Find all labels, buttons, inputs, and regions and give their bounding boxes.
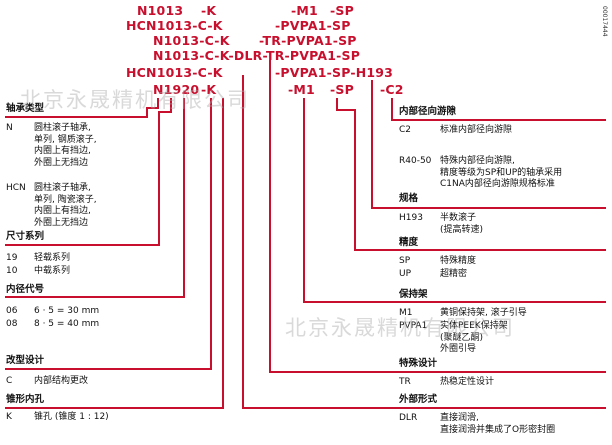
desc-tr: 热稳定性设计 bbox=[440, 377, 495, 387]
line-bearing-type bbox=[5, 98, 159, 118]
designation-r3-suffix: -TR-PVPA1-SP bbox=[259, 33, 357, 48]
heading-clearance: 内部径向游隙 bbox=[399, 106, 457, 117]
line-clearance bbox=[391, 98, 606, 121]
code-10: 10 bbox=[6, 266, 18, 276]
code-c2: C2 bbox=[399, 125, 412, 135]
designation-r1-k: -K bbox=[201, 3, 217, 18]
heading-tapered-bore: 锥形内孔 bbox=[6, 394, 45, 405]
desc-h193: 半数滚子 (提高转速) bbox=[440, 213, 484, 235]
designation-r4: N1013-C-K-DLR-TR-PVPA1-SP bbox=[153, 48, 361, 63]
code-m1: M1 bbox=[399, 308, 413, 318]
code-tr: TR bbox=[399, 377, 411, 387]
designation-r6-sp: -SP bbox=[330, 82, 354, 97]
desc-k: 锥孔 (锥度 1 : 12) bbox=[34, 412, 109, 422]
heading-external-form: 外部形式 bbox=[399, 394, 438, 405]
line-modified-design bbox=[5, 98, 212, 370]
line-dimension-series bbox=[5, 98, 172, 246]
watermark-top: 北京永晟精机有限公司 bbox=[20, 88, 250, 112]
heading-precision: 精度 bbox=[399, 237, 419, 248]
desc-08: 8 · 5 = 40 mm bbox=[34, 319, 100, 329]
desc-10: 中载系列 bbox=[34, 266, 71, 276]
heading-bearing-type: 轴承类型 bbox=[6, 103, 45, 114]
designation-r2-base: HCN1013-C-K bbox=[126, 18, 223, 33]
line-special-design bbox=[269, 60, 606, 373]
line-external-form bbox=[242, 75, 606, 409]
code-n: N bbox=[6, 123, 13, 133]
code-r40-50: R40-50 bbox=[399, 156, 432, 166]
code-up: UP bbox=[399, 269, 412, 279]
designation-r5-base: HCN1013-C-K bbox=[126, 65, 223, 80]
heading-modified-design: 改型设计 bbox=[6, 355, 45, 366]
code-sp: SP bbox=[399, 256, 411, 266]
desc-n: 圆柱滚子轴承, 单列, 钢质滚子, 内圈上有挡边, 外圈上无挡边 bbox=[34, 123, 97, 168]
designation-r1-base: N1013 bbox=[137, 3, 184, 18]
heading-special-design: 特殊设计 bbox=[399, 358, 438, 369]
designation-r2-suffix: -PVPA1-SP bbox=[275, 18, 351, 33]
heading-spec: 规格 bbox=[399, 193, 419, 204]
line-cage bbox=[303, 98, 606, 303]
code-h193: H193 bbox=[399, 213, 423, 223]
code-k: K bbox=[6, 412, 12, 422]
heading-dimension-series: 尺寸系列 bbox=[6, 231, 45, 242]
designation-r3-base: N1013-C-K bbox=[153, 33, 230, 48]
line-bore-code bbox=[5, 98, 185, 298]
desc-sp: 特殊精度 bbox=[440, 256, 477, 266]
desc-hcn: 圆柱滚子轴承, 单列, 陶瓷滚子, 内圈上有挡边, 外圈上无挡边 bbox=[34, 183, 97, 228]
code-08: 08 bbox=[6, 319, 18, 329]
code-pvpa1: PVPA1 bbox=[399, 321, 428, 331]
desc-up: 超精密 bbox=[440, 269, 468, 279]
code-dlr: DLR bbox=[399, 413, 418, 423]
desc-pvpa1: 实体PEEK保持架 (聚醚乙酮) 外圈引导 bbox=[440, 321, 508, 354]
designation-r5-suffix: -PVPA1-SP-H193 bbox=[275, 65, 394, 80]
code-06: 06 bbox=[6, 306, 18, 316]
code-hcn: HCN bbox=[6, 183, 26, 193]
designation-r1-m1: -M1 bbox=[291, 3, 318, 18]
desc-m1: 黄铜保持架, 滚子引导 bbox=[440, 308, 527, 318]
line-spec bbox=[371, 80, 606, 209]
line-precision bbox=[336, 98, 606, 251]
heading-cage: 保持架 bbox=[399, 289, 428, 300]
heading-bore-code: 内径代号 bbox=[6, 284, 45, 295]
watermark-bottom: 北京永晟精机有限公司 bbox=[285, 316, 515, 340]
designation-r6-k: -K bbox=[201, 82, 217, 97]
code-19: 19 bbox=[6, 253, 18, 263]
desc-r40-50: 特殊内部径向游隙, 精度等级为SP和UP的轴承采用 C1NA内部径向游隙规格标准 bbox=[440, 156, 563, 189]
desc-c2: 标准内部径向游隙 bbox=[440, 125, 513, 135]
designation-r6-m1: -M1 bbox=[288, 82, 315, 97]
line-tapered-bore bbox=[5, 98, 224, 409]
designation-r6-base: N1920 bbox=[153, 82, 200, 97]
desc-06: 6 · 5 = 30 mm bbox=[34, 306, 100, 316]
designation-r1-sp: -SP bbox=[330, 3, 354, 18]
desc-dlr: 直接润滑, 直接润滑并集成了O形密封圈 bbox=[440, 413, 556, 435]
desc-19: 轻载系列 bbox=[34, 253, 71, 263]
side-id: 00017444 bbox=[601, 6, 608, 37]
desc-c: 内部结构更改 bbox=[34, 376, 89, 386]
designation-r6-c2: -C2 bbox=[380, 82, 404, 97]
code-c: C bbox=[6, 376, 13, 386]
